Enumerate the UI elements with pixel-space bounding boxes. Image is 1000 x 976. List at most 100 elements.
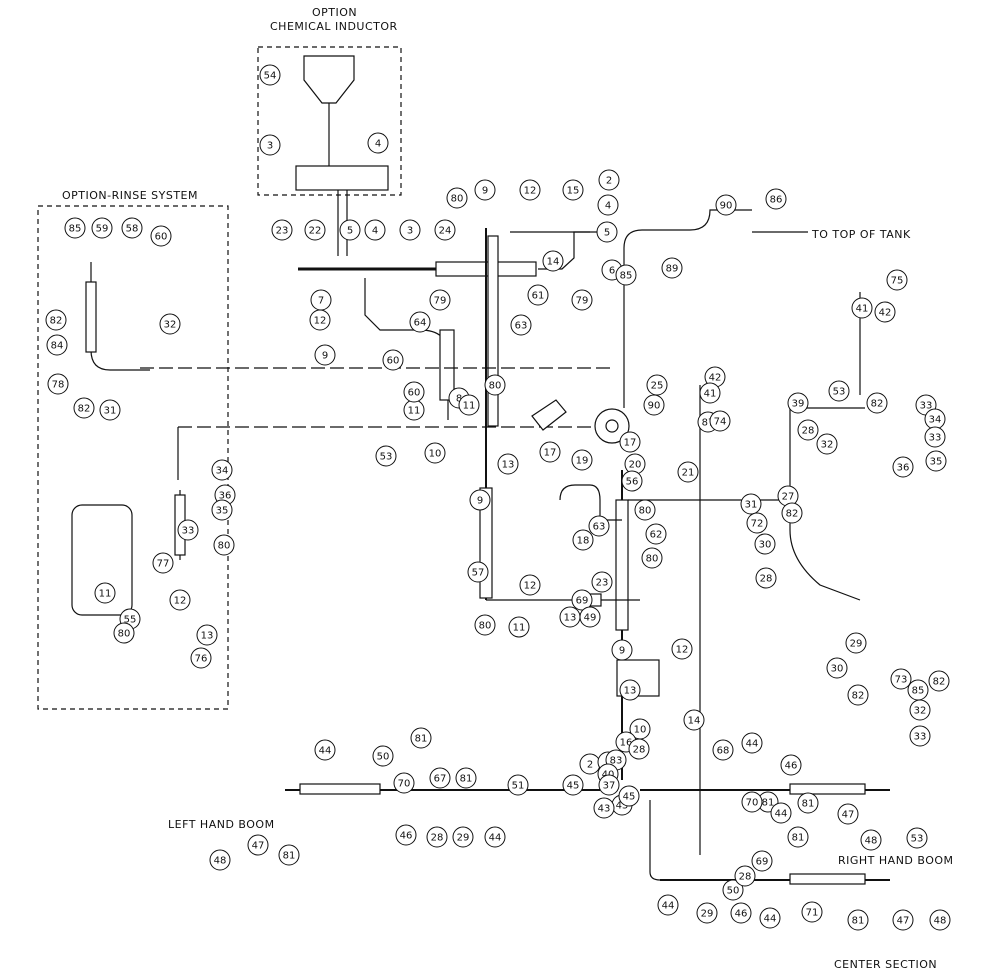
svg-text:82: 82 (852, 691, 865, 702)
callout-31: 31 (740, 493, 762, 515)
svg-text:80: 80 (646, 554, 659, 565)
svg-text:11: 11 (513, 623, 526, 634)
callout-33: 33 (924, 426, 946, 448)
svg-text:32: 32 (914, 706, 927, 717)
svg-text:44: 44 (764, 914, 777, 925)
svg-text:46: 46 (785, 761, 798, 772)
callout-80: 80 (113, 622, 135, 644)
svg-text:53: 53 (911, 834, 924, 845)
svg-text:49: 49 (584, 613, 597, 624)
callout-21: 21 (677, 461, 699, 483)
callout-33: 33 (909, 725, 931, 747)
svg-text:84: 84 (51, 341, 64, 352)
svg-text:72: 72 (751, 519, 764, 530)
svg-text:41: 41 (856, 304, 869, 315)
svg-text:9: 9 (322, 351, 328, 362)
callout-9: 9 (611, 639, 633, 661)
callout-81: 81 (847, 909, 869, 931)
svg-text:53: 53 (380, 452, 393, 463)
svg-text:80: 80 (479, 621, 492, 632)
callout-69: 69 (571, 589, 593, 611)
callout-60: 60 (382, 349, 404, 371)
callout-11: 11 (94, 582, 116, 604)
callout-64: 64 (409, 311, 431, 333)
svg-text:42: 42 (709, 373, 722, 384)
svg-text:28: 28 (760, 574, 773, 585)
svg-text:35: 35 (930, 457, 943, 468)
svg-text:44: 44 (746, 739, 759, 750)
callout-89: 89 (661, 257, 683, 279)
svg-text:82: 82 (933, 677, 946, 688)
to-top-of-tank-label: TO TOP OF TANK (812, 228, 911, 241)
svg-text:82: 82 (50, 316, 63, 327)
callout-4: 4 (364, 219, 386, 241)
svg-text:47: 47 (897, 916, 910, 927)
callout-23: 23 (271, 219, 293, 241)
svg-text:47: 47 (842, 810, 855, 821)
callout-82: 82 (847, 684, 869, 706)
callout-10: 10 (424, 442, 446, 464)
chemical-inductor-box (257, 46, 402, 196)
callout-17: 17 (619, 431, 641, 453)
center-section-label: CENTER SECTION (834, 958, 938, 971)
callout-44: 44 (759, 907, 781, 929)
callout-81: 81 (797, 792, 819, 814)
svg-text:80: 80 (639, 506, 652, 517)
svg-text:54: 54 (264, 71, 277, 82)
svg-text:5: 5 (604, 228, 610, 239)
svg-text:48: 48 (865, 836, 878, 847)
callout-28: 28 (755, 567, 777, 589)
callout-60: 60 (403, 381, 425, 403)
callout-29: 29 (845, 632, 867, 654)
callout-5: 5 (596, 221, 618, 243)
svg-text:42: 42 (879, 308, 892, 319)
callout-48: 48 (860, 829, 882, 851)
svg-text:58: 58 (126, 224, 139, 235)
svg-text:28: 28 (802, 426, 815, 437)
callout-31: 31 (99, 399, 121, 421)
svg-text:90: 90 (720, 201, 733, 212)
svg-text:29: 29 (701, 909, 714, 920)
callout-80: 80 (446, 187, 468, 209)
svg-text:2: 2 (587, 760, 593, 771)
svg-text:15: 15 (567, 186, 580, 197)
svg-text:10: 10 (634, 725, 647, 736)
svg-text:81: 81 (415, 734, 428, 745)
svg-text:12: 12 (314, 316, 327, 327)
svg-text:59: 59 (96, 224, 109, 235)
callout-90: 90 (715, 194, 737, 216)
svg-text:39: 39 (792, 399, 805, 410)
callout-78: 78 (47, 373, 69, 395)
callout-30: 30 (754, 533, 776, 555)
svg-text:79: 79 (576, 296, 589, 307)
callout-34: 34 (211, 459, 233, 481)
svg-text:85: 85 (69, 224, 82, 235)
callout-81: 81 (787, 826, 809, 848)
svg-text:13: 13 (624, 686, 637, 697)
svg-text:78: 78 (52, 380, 65, 391)
callout-82: 82 (73, 397, 95, 419)
svg-text:23: 23 (276, 226, 289, 237)
callout-82: 82 (866, 392, 888, 414)
callout-48: 48 (209, 849, 231, 871)
callout-46: 46 (780, 754, 802, 776)
svg-text:61: 61 (532, 291, 545, 302)
callout-29: 29 (696, 902, 718, 924)
callout-11: 11 (403, 399, 425, 421)
svg-text:25: 25 (651, 381, 664, 392)
svg-text:63: 63 (515, 321, 528, 332)
svg-text:28: 28 (431, 833, 444, 844)
svg-text:16: 16 (620, 738, 633, 749)
callout-32: 32 (909, 699, 931, 721)
callout-13: 13 (196, 624, 218, 646)
callout-82: 82 (45, 309, 67, 331)
callout-3: 3 (259, 134, 281, 156)
svg-text:22: 22 (309, 226, 322, 237)
svg-text:34: 34 (216, 466, 229, 477)
svg-text:53: 53 (833, 387, 846, 398)
callout-28: 28 (426, 826, 448, 848)
svg-text:44: 44 (489, 833, 502, 844)
svg-text:81: 81 (460, 774, 473, 785)
svg-text:11: 11 (99, 589, 112, 600)
